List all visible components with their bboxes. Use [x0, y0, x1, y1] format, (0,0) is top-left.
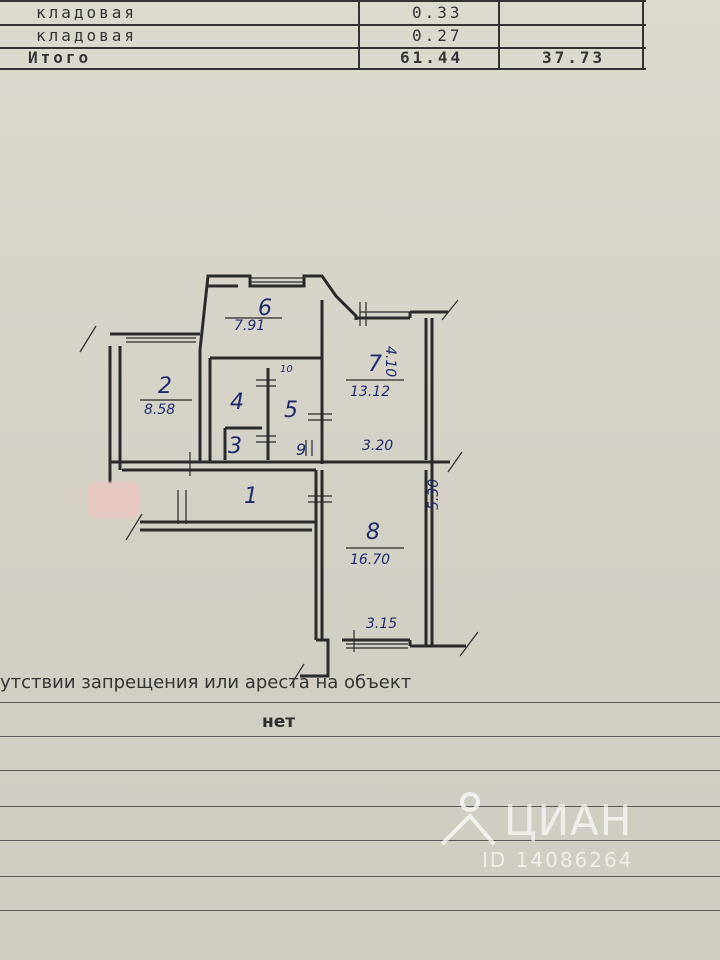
table-divider	[0, 24, 646, 26]
table-col-divider	[358, 0, 360, 70]
dimension-length-7: 4.10	[382, 346, 398, 378]
table-border-bottom	[0, 68, 646, 70]
watermark-brand: ЦИАН	[504, 796, 633, 845]
ruled-line	[0, 876, 720, 877]
watermark-id: ID 14086264	[482, 848, 634, 872]
ruled-line	[0, 806, 720, 807]
table-row-total: Итого 61.44 37.73	[0, 48, 646, 70]
room-area-2: 8.58	[144, 402, 176, 418]
room-number-1: 1	[244, 484, 258, 509]
room-number-2: 2	[158, 374, 172, 399]
stamp-smudge	[88, 482, 140, 518]
row-name: кладовая	[36, 3, 138, 22]
dimension-width-7: 3.20	[362, 438, 394, 454]
room-number-3: 3	[228, 434, 242, 459]
room-number-10: 10	[280, 364, 293, 375]
dimension-length-8: 5.30	[426, 478, 442, 510]
room-number-7: 7	[368, 352, 382, 377]
room-area-7: 13.12	[350, 384, 391, 400]
room-number-9: 9	[296, 440, 307, 459]
cian-watermark: ЦИАН ID 14086264	[436, 788, 666, 878]
ruled-line	[0, 736, 720, 737]
ruled-line	[0, 702, 720, 703]
table-col-divider	[642, 0, 644, 70]
area-table: кладовая 0.33 кладовая 0.27 Итого 61.44 …	[0, 0, 646, 72]
cian-logo-icon	[440, 792, 496, 846]
table-divider	[0, 47, 646, 49]
row-living: 37.73	[542, 48, 606, 67]
row-area: 61.44	[400, 48, 464, 67]
notice-value: нет	[262, 712, 296, 732]
room-number-6: 6	[258, 296, 272, 321]
room-number-4: 4	[230, 390, 244, 415]
row-area: 0.27	[412, 26, 463, 45]
ruled-line	[0, 770, 720, 771]
row-name: кладовая	[36, 26, 138, 45]
ruled-line	[0, 840, 720, 841]
row-name: Итого	[28, 48, 92, 67]
room-number-5: 5	[284, 398, 298, 423]
table-border-top	[0, 0, 646, 2]
table-row: кладовая 0.27	[0, 26, 646, 48]
table-row: кладовая 0.33	[0, 3, 646, 25]
room-area-8: 16.70	[350, 552, 391, 568]
notice-text: утствии запрещения или ареста на объект	[0, 672, 412, 693]
table-col-divider	[498, 0, 500, 70]
room-area-6: 7.91	[234, 318, 266, 334]
dimension-width-8: 3.15	[366, 616, 398, 632]
room-number-8: 8	[366, 520, 380, 545]
ruled-line	[0, 910, 720, 911]
row-area: 0.33	[412, 3, 463, 22]
